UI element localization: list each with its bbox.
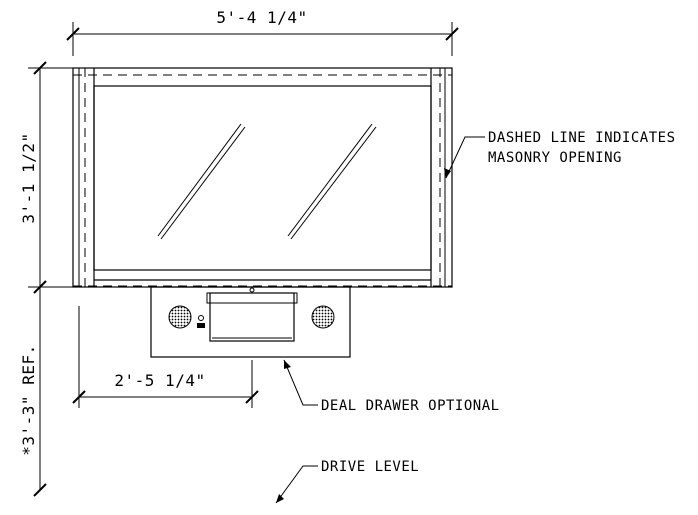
ref-height-dimension: *3'-3" REF. [19,344,38,455]
window-unit [72,67,453,288]
ref-height-label: *3'-3" REF. [19,344,38,455]
drawer-callout-label: DEAL DRAWER OPTIONAL [321,398,500,414]
drawer-offset-dimension: 2'-5 1/4" [72,306,259,408]
masonry-callout-line2: MASONRY OPENING [488,150,622,166]
window-height-dimension: 3'-1 1/2" [19,61,78,497]
overall-width-label: 5'-4 1/4" [216,8,307,27]
overall-width-dimension: 5'-4 1/4" [66,8,459,56]
glass-reflection-icon [157,123,377,240]
drawer-callout: DEAL DRAWER OPTIONAL [283,359,500,414]
speaker-right-icon [311,305,335,329]
masonry-callout-line1: DASHED LINE INDICATES [488,130,676,146]
call-button-icon [198,315,204,321]
speaker-left-icon [168,305,192,329]
drive-level-callout: DRIVE LEVEL [275,459,419,504]
drawer-offset-label: 2'-5 1/4" [114,371,205,390]
masonry-callout: DASHED LINE INDICATES MASONRY OPENING [444,130,676,179]
window-height-label: 3'-1 1/2" [19,132,38,223]
deal-drawer [150,286,351,358]
drive-level-label: DRIVE LEVEL [321,459,419,475]
